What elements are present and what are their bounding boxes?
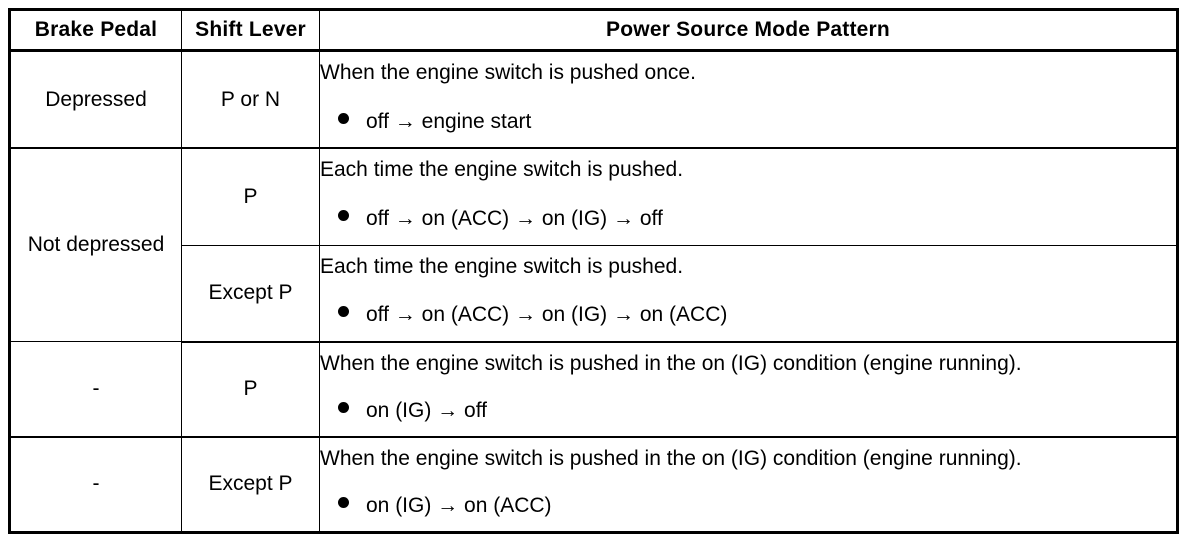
- cell-pattern-row3: Each time the engine switch is pushed. o…: [319, 244, 1178, 343]
- pattern-content-row5: When the engine switch is pushed in the …: [320, 438, 1176, 531]
- filled-circle-bullet-icon: [338, 210, 349, 222]
- cell-brake-pedal-row5: -: [9, 436, 182, 533]
- filled-circle-bullet-icon: [338, 496, 349, 508]
- cell-shift-lever-row4: P: [181, 341, 320, 438]
- pattern-sentence-row1: When the engine switch is pushed once.: [320, 61, 696, 84]
- pattern-content-row3: Each time the engine switch is pushed. o…: [320, 246, 1176, 341]
- cell-shift-lever-row2: P: [181, 147, 320, 246]
- pattern-bullet-row5: on (IG) → on (ACC): [320, 494, 1176, 519]
- pattern-content-row4: When the engine switch is pushed in the …: [320, 343, 1176, 436]
- pattern-bullet-row3: off → on (ACC) → on (IG) → on (ACC): [320, 303, 1176, 328]
- table-row: Except P Each time the engine switch is …: [10, 244, 1178, 343]
- filled-circle-bullet-icon: [338, 112, 349, 124]
- pattern-bullet-text-row4: on (IG) → off: [366, 398, 487, 422]
- power-source-mode-table-wrapper: Brake Pedal Shift Lever Power Source Mod…: [8, 8, 1179, 534]
- pattern-sentence-row2: Each time the engine switch is pushed.: [320, 158, 684, 182]
- pattern-sentence-row3: Each time the engine switch is pushed.: [320, 254, 684, 278]
- table-row: - Except P When the engine switch is pus…: [9, 436, 1178, 533]
- cell-pattern-row4: When the engine switch is pushed in the …: [319, 341, 1178, 438]
- pattern-bullet-text-row1: off → engine start: [366, 109, 532, 133]
- cell-shift-lever-row1: P or N: [181, 50, 320, 150]
- cell-brake-pedal-row4: -: [9, 341, 182, 438]
- pattern-bullet-row2: off → on (ACC) → on (IG) → off: [320, 207, 1176, 232]
- filled-circle-bullet-icon: [338, 306, 349, 318]
- table-row: - P When the engine switch is pushed in …: [9, 341, 1178, 438]
- pattern-bullet-row1: off → engine start: [320, 110, 1176, 135]
- table-header-row: Brake Pedal Shift Lever Power Source Mod…: [9, 9, 1178, 52]
- pattern-bullet-text-row3: off → on (ACC) → on (IG) → on (ACC): [366, 303, 728, 327]
- cell-shift-lever-row3: Except P: [181, 244, 320, 343]
- column-header-shift-lever: Shift Lever: [181, 9, 320, 52]
- pattern-bullet-text-row2: off → on (ACC) → on (IG) → off: [366, 207, 663, 231]
- pattern-content-row2: Each time the engine switch is pushed. o…: [320, 149, 1176, 244]
- pattern-sentence-row5: When the engine switch is pushed in the …: [320, 446, 1022, 470]
- pattern-content-row1: When the engine switch is pushed once. o…: [320, 52, 1176, 147]
- cell-pattern-row2: Each time the engine switch is pushed. o…: [319, 147, 1178, 246]
- filled-circle-bullet-icon: [338, 401, 349, 413]
- pattern-sentence-row4: When the engine switch is pushed in the …: [320, 351, 1022, 375]
- pattern-bullet-text-row5: on (IG) → on (ACC): [366, 493, 552, 517]
- column-header-brake-pedal: Brake Pedal: [9, 9, 182, 52]
- cell-shift-lever-row5: Except P: [181, 436, 320, 533]
- column-header-power-source-mode-pattern: Power Source Mode Pattern: [319, 9, 1178, 52]
- pattern-bullet-row4: on (IG) → off: [320, 399, 1176, 424]
- table-row: Not depressed P Each time the engine swi…: [9, 147, 1178, 343]
- cell-brake-pedal-row2: Not depressed: [9, 147, 182, 343]
- table-row: Depressed P or N When the engine switch …: [9, 50, 1178, 150]
- cell-pattern-row1: When the engine switch is pushed once. o…: [319, 50, 1178, 150]
- cell-pattern-row5: When the engine switch is pushed in the …: [319, 436, 1178, 533]
- power-source-mode-table: Brake Pedal Shift Lever Power Source Mod…: [8, 8, 1179, 534]
- cell-brake-pedal-row1: Depressed: [9, 50, 182, 150]
